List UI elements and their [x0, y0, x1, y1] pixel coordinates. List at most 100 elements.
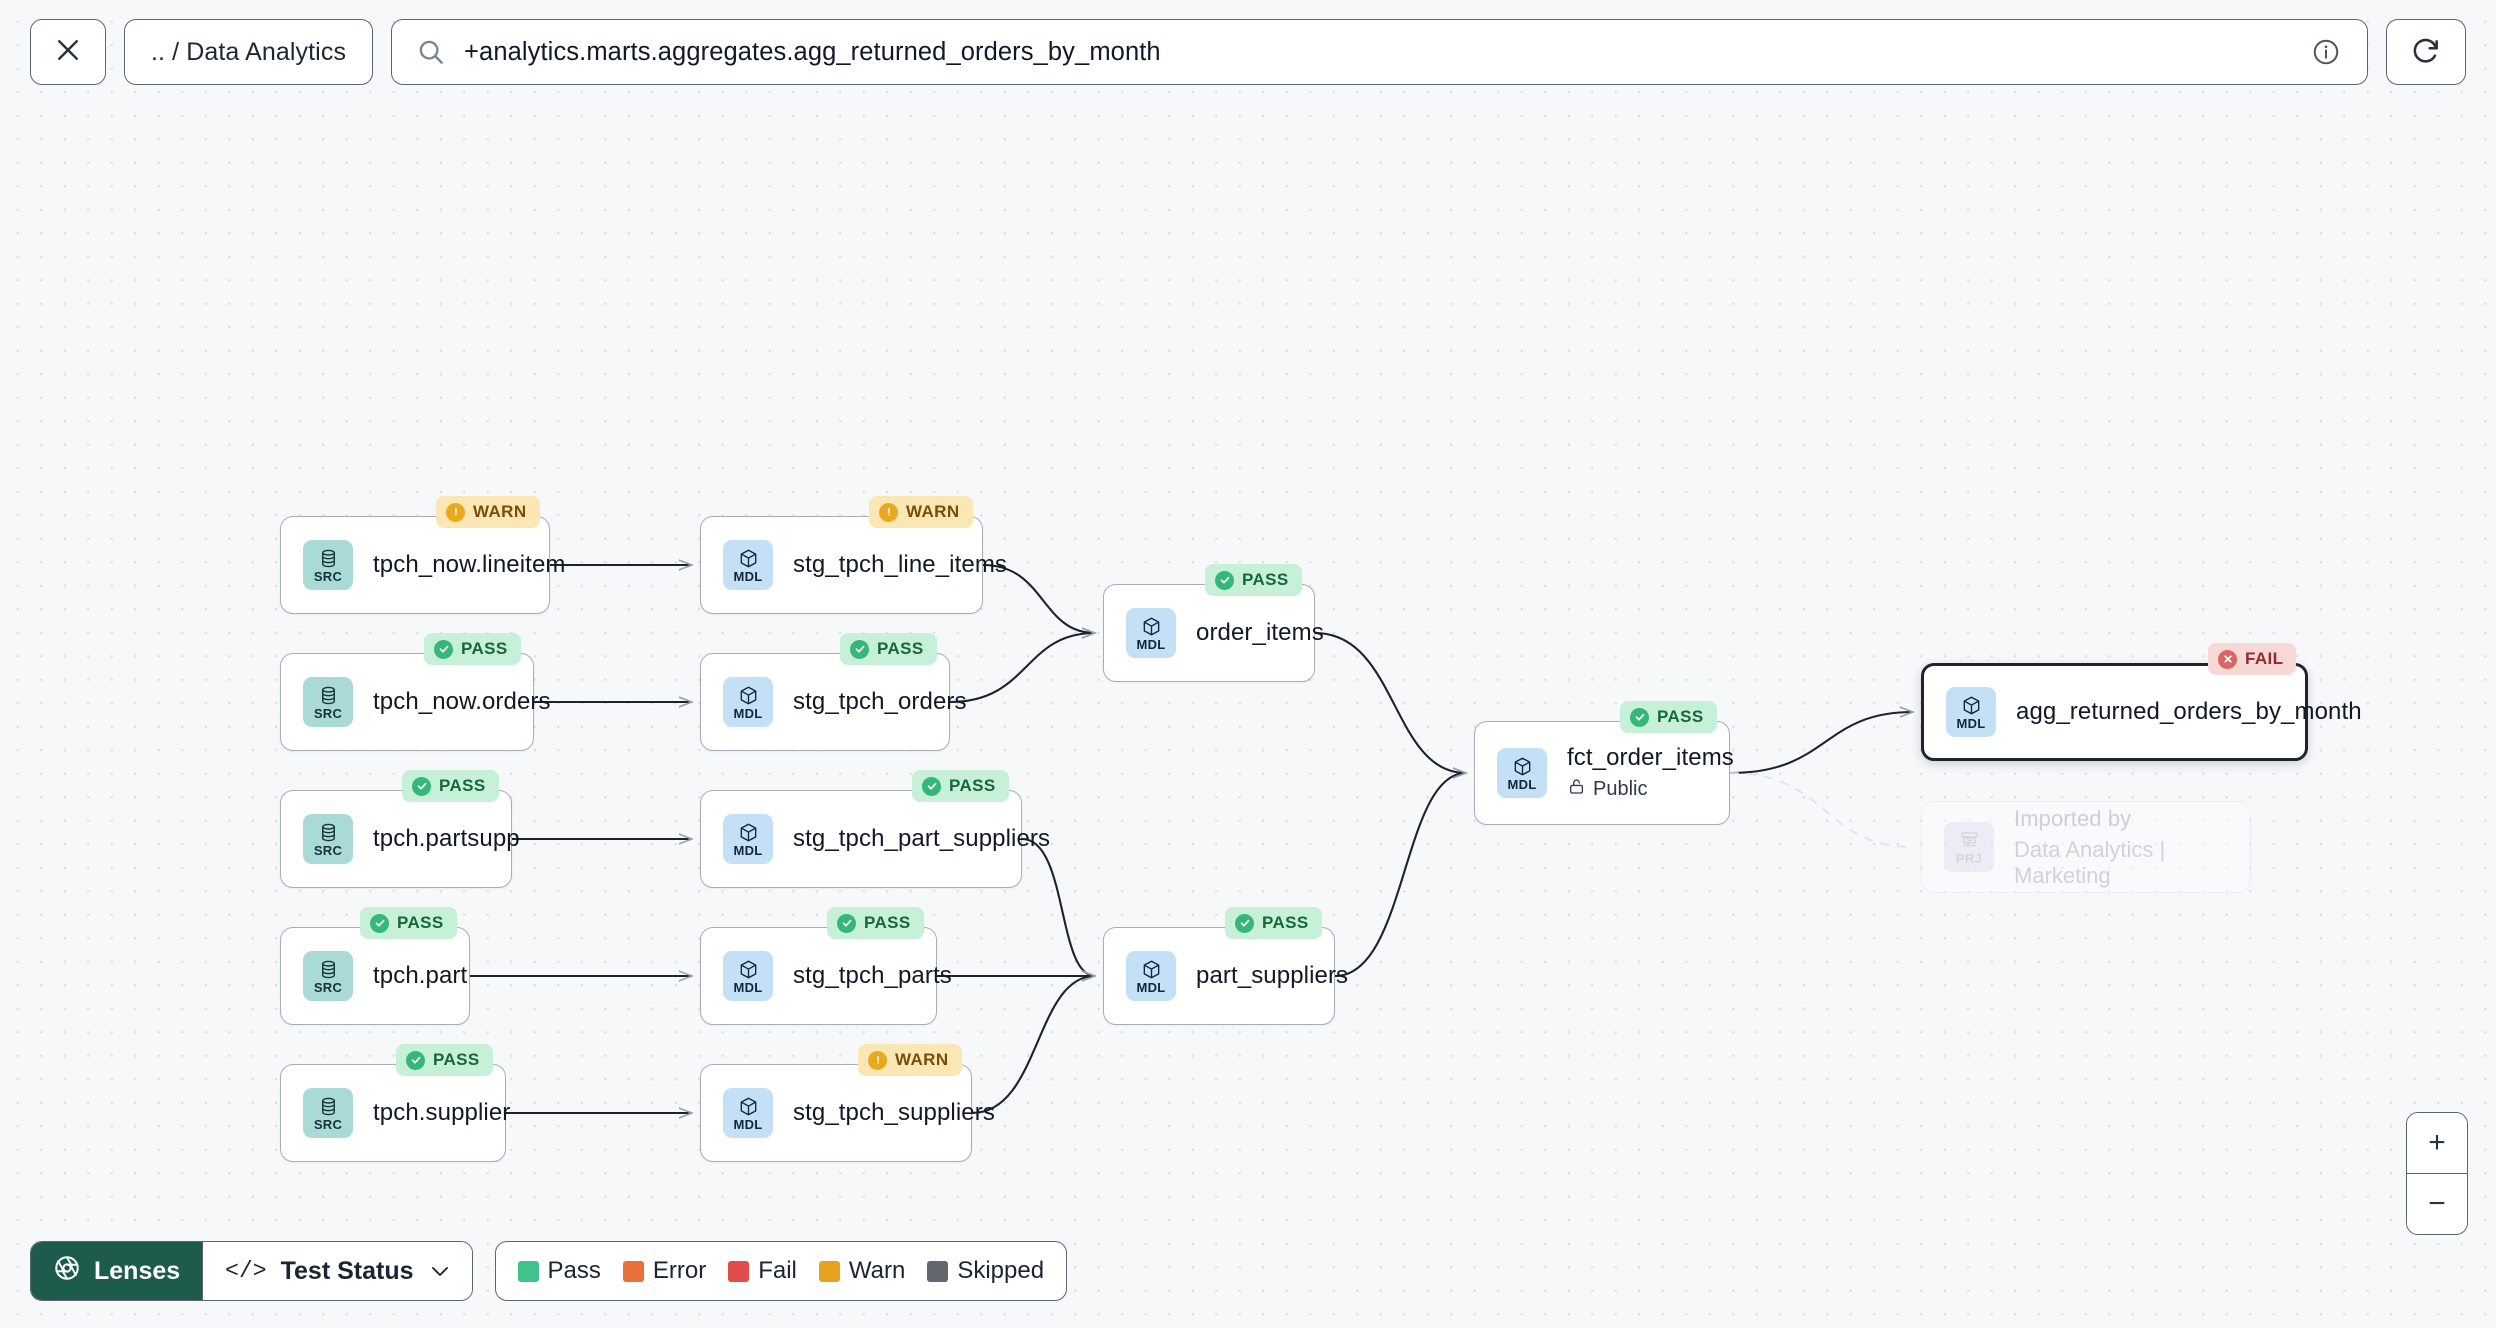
- legend-swatch: [728, 1260, 750, 1282]
- graph-node-stg_parts[interactable]: MDL stg_tpch_parts: [700, 927, 952, 1025]
- info-circle-icon[interactable]: [2311, 37, 2341, 67]
- zoom-out-button[interactable]: −: [2407, 1174, 2467, 1234]
- src-type-icon: SRC: [303, 540, 353, 590]
- mdl-type-icon: MDL: [1497, 748, 1547, 798]
- status-pass-icon: [412, 776, 431, 796]
- legend-item-pass[interactable]: Pass: [517, 1257, 601, 1285]
- chevron-down-icon: [428, 1259, 452, 1283]
- node-subtitle-label: Public: [1593, 778, 1648, 800]
- legend-item-skipped[interactable]: Skipped: [927, 1257, 1044, 1285]
- graph-node-src_part[interactable]: SRC tpch.part: [280, 927, 470, 1025]
- node-kind-label: SRC: [313, 979, 343, 995]
- zoom-in-button[interactable]: +: [2407, 1112, 2467, 1173]
- legend-item-fail[interactable]: Fail: [728, 1257, 797, 1285]
- edge-part_suppliers-to-fct_order_items: [1334, 773, 1466, 978]
- status-pass-icon: [1235, 913, 1254, 933]
- node-title: tpch.part: [373, 962, 468, 989]
- node-kind-label: MDL: [1136, 979, 1166, 995]
- legend-label: Warn: [848, 1257, 906, 1284]
- close-button[interactable]: [30, 19, 106, 85]
- graph-node-src_lineitem[interactable]: SRC tpch_now.lineitem: [280, 516, 566, 614]
- status-label: WARN: [895, 1050, 949, 1069]
- status-label: PASS: [1657, 707, 1704, 726]
- status-badge-src_supplier: PASS: [396, 1044, 493, 1076]
- status-badge-order_items: PASS: [1205, 564, 1302, 596]
- status-badge-src_lineitem: WARN: [436, 496, 540, 528]
- node-text: part_suppliers: [1196, 962, 1348, 990]
- node-subtitle: Data Analytics | Marketing: [2014, 837, 2250, 889]
- legend-swatch: [517, 1260, 539, 1282]
- mdl-type-icon: MDL: [1126, 608, 1176, 658]
- prj-type-icon: PRJ: [1944, 822, 1994, 872]
- status-label: FAIL: [2245, 649, 2284, 668]
- mdl-type-icon: MDL: [1946, 687, 1996, 737]
- legend-item-error[interactable]: Error: [622, 1257, 706, 1285]
- status-pass-icon: [370, 913, 389, 933]
- top-toolbar: .. / Data Analytics +analytics.marts.agg…: [0, 0, 2496, 104]
- status-pass-icon: [434, 639, 453, 659]
- refresh-button[interactable]: [2386, 19, 2466, 85]
- status-pass-icon: [1215, 570, 1234, 590]
- zoom-controls-divider: [2407, 1172, 2467, 1174]
- node-title: stg_tpch_part_suppliers: [793, 825, 1051, 852]
- lenses-control-group: Lenses </> Test Status: [30, 1241, 473, 1301]
- graph-node-src_orders[interactable]: SRC tpch_now.orders: [280, 653, 551, 751]
- status-label: PASS: [397, 913, 444, 932]
- status-legend: Pass Error Fail Warn Skipped: [494, 1241, 1068, 1301]
- node-title: stg_tpch_line_items: [793, 551, 1008, 578]
- graph-node-stg_orders[interactable]: MDL stg_tpch_orders: [700, 653, 967, 751]
- node-kind-label: MDL: [733, 979, 763, 995]
- node-text: stg_tpch_part_suppliers: [793, 825, 1051, 853]
- search-input[interactable]: +analytics.marts.aggregates.agg_returned…: [464, 37, 1161, 66]
- legend-item-warn[interactable]: Warn: [818, 1257, 906, 1285]
- test-status-dropdown[interactable]: </> Test Status: [202, 1242, 472, 1300]
- status-fail-icon: [2218, 649, 2237, 669]
- node-subtitle: Public: [1567, 777, 1729, 802]
- search-bar[interactable]: +analytics.marts.aggregates.agg_returned…: [391, 19, 2368, 85]
- edge-stg_orders-to-order_items: [949, 633, 1095, 704]
- status-label: PASS: [949, 776, 996, 795]
- node-kind-label: SRC: [313, 705, 343, 721]
- node-kind-label: MDL: [733, 1116, 763, 1132]
- mdl-type-icon: MDL: [723, 677, 773, 727]
- node-text: stg_tpch_parts: [793, 962, 952, 990]
- edge-stg_line-to-order_items: [982, 563, 1095, 633]
- status-badge-stg_partsupp: PASS: [912, 770, 1009, 802]
- status-label: PASS: [433, 1050, 480, 1069]
- node-text: stg_tpch_line_items: [793, 551, 1008, 579]
- breadcrumb[interactable]: .. / Data Analytics: [124, 19, 374, 85]
- node-kind-label: SRC: [313, 1116, 343, 1132]
- lenses-button[interactable]: Lenses: [31, 1242, 203, 1300]
- edge-order_items-to-fct_order_items: [1314, 631, 1466, 773]
- status-badge-src_part: PASS: [360, 907, 457, 939]
- node-title: stg_tpch_orders: [793, 688, 967, 715]
- legend-label: Fail: [758, 1257, 797, 1284]
- node-text: tpch.partsupp: [373, 825, 520, 853]
- legend-label: Pass: [547, 1257, 601, 1284]
- node-title: tpch_now.orders: [373, 688, 551, 715]
- graph-node-part_suppliers[interactable]: MDL part_suppliers: [1103, 927, 1348, 1025]
- edge-fct_order_items-to-prj_imported: [1729, 772, 1914, 848]
- status-label: WARN: [473, 502, 527, 521]
- graph-node-order_items[interactable]: MDL order_items: [1103, 584, 1324, 682]
- legend-label: Skipped: [957, 1257, 1045, 1284]
- unlock-icon: [1567, 777, 1586, 802]
- node-title: order_items: [1196, 619, 1324, 646]
- node-kind-label: MDL: [1136, 636, 1166, 652]
- src-type-icon: SRC: [303, 1088, 353, 1138]
- status-badge-part_suppliers: PASS: [1225, 907, 1322, 939]
- node-text: tpch_now.orders: [373, 688, 551, 716]
- status-label: PASS: [439, 776, 486, 795]
- node-title: tpch_now.lineitem: [373, 551, 566, 578]
